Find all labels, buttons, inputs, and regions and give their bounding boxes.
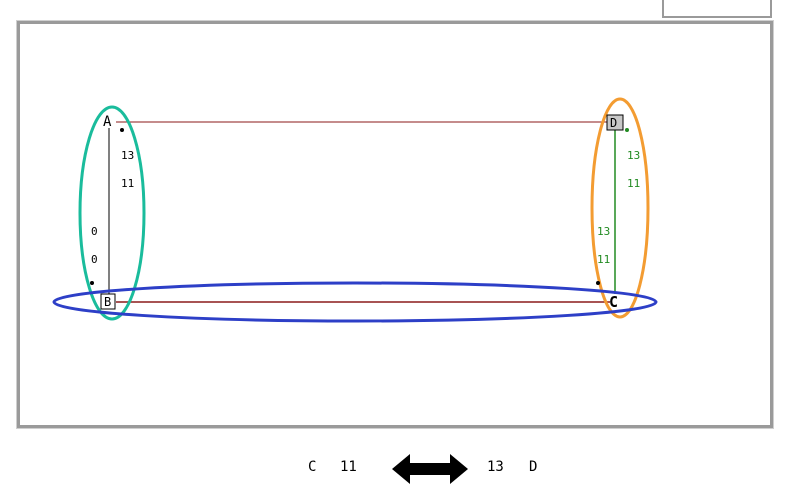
node-b[interactable]: B (104, 295, 111, 309)
transfer-from-value: 11 (340, 459, 357, 475)
edge-dc-label-right-1: 13 (627, 149, 640, 162)
transfer-from-node: C (308, 459, 317, 475)
edge-ab-label-right-2: 11 (121, 177, 134, 190)
edge-ab-label-right-1: 13 (121, 149, 134, 162)
node-c[interactable]: C (609, 293, 618, 311)
ellipse-left-group (78, 105, 146, 321)
ellipse-bottom-group (52, 281, 658, 323)
edge-dc-label-left-2: 11 (597, 253, 610, 266)
double-arrow-icon[interactable] (392, 452, 468, 486)
transfer-to-value: 13 (487, 459, 504, 475)
node-d[interactable]: D (610, 116, 617, 130)
edge-dc-label-right-2: 11 (627, 177, 640, 190)
ellipse-right-group (590, 97, 650, 319)
node-a[interactable]: A (103, 114, 112, 130)
top-panel-stub (662, 0, 772, 18)
port-dot-a (120, 128, 124, 132)
edge-ab-label-left-1: 0 (91, 225, 98, 238)
port-dot-c (596, 281, 600, 285)
edge-dc-label-left-1: 13 (597, 225, 610, 238)
node-d-box[interactable] (606, 114, 624, 131)
port-dot-d (625, 128, 629, 132)
port-dot-b (90, 281, 94, 285)
transfer-to-node: D (529, 459, 538, 475)
node-b-box[interactable] (100, 293, 116, 310)
transfer-bar: C 11 13 D (0, 448, 785, 488)
edge-ab-label-left-2: 0 (91, 253, 98, 266)
